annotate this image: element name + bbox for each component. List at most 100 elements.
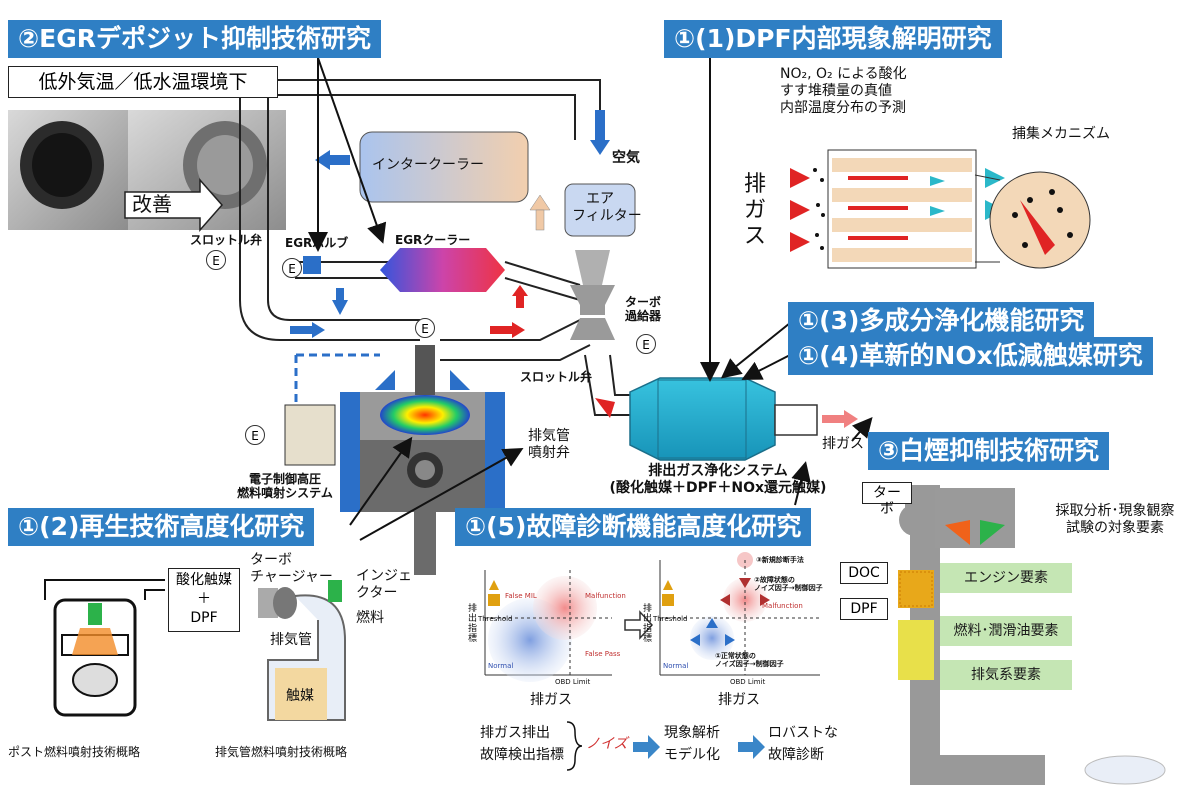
false-mil-label: False MIL	[505, 592, 537, 600]
exhaust-pipe-label: 排気管	[270, 632, 312, 648]
electronic-control-mark: E	[415, 318, 435, 338]
fault-factor-line2: ノイズ因子→制御因子	[754, 584, 823, 593]
noise-label: ノイズ	[586, 736, 628, 752]
plot-transition-arrow	[624, 610, 654, 640]
injector-label: インジェ クター	[356, 568, 412, 602]
egr-photo-before	[8, 110, 128, 230]
air-label: 空気	[612, 150, 640, 166]
diag-flow-a-line2: 故障検出指標	[480, 747, 564, 763]
electronic-control-mark: E	[636, 334, 656, 354]
aftertreatment-label-line1: 排出ガス浄化システム	[648, 463, 788, 479]
dpf-detail	[790, 149, 1091, 269]
diag-xaxis-left: OBD Limit	[555, 678, 591, 686]
improve-arrow	[124, 178, 223, 232]
exhaust-injector-label-line1: 排気管	[528, 428, 570, 444]
improve-label: 改善	[132, 192, 172, 216]
smoke-doc-label: DOC	[840, 562, 888, 584]
fault-factor-line1: ②故障状態の	[754, 576, 795, 584]
diag-flow-a-line1: 排ガス排出	[480, 725, 550, 741]
air-filter-label: エア フィルター	[572, 191, 642, 225]
topic-nox-catalyst: ①(4)革新的NOx低減触媒研究	[788, 337, 1153, 375]
diag-flow-c-line1: ロバストな	[768, 725, 838, 741]
throttle-valve-label-2: スロットル弁	[520, 370, 593, 384]
post-injection-caption: ポスト燃料噴射技術概略	[8, 745, 141, 759]
intake-flow-arrows	[290, 110, 610, 338]
catalyst-label: 触媒	[286, 688, 314, 704]
fuel-system-label-line2: 燃料噴射システム	[237, 486, 333, 501]
fuel-label: 燃料	[356, 610, 384, 626]
exhaust-out-label: 排ガス	[822, 436, 864, 452]
turbo-label-line1: ターボ	[625, 295, 662, 309]
air-filter-label-line1: エア	[586, 191, 614, 207]
dpf-note-line1: NO₂, O₂ による酸化	[780, 66, 907, 82]
topic-white-smoke: ③白煙抑制技術研究	[868, 432, 1110, 470]
dpf-note: NO₂, O₂ による酸化 すす堆積量の真値 内部温度分布の予測	[780, 66, 907, 116]
post-injection-sketch	[44, 579, 165, 717]
oxidation-dpf-box: 酸化触媒 ＋ DPF	[168, 568, 240, 632]
diag-ylabel-right: 排出指標	[643, 604, 653, 644]
topic-egr-deposit: ②EGRデポジット抑制技術研究	[8, 20, 382, 58]
diag-flow-c: ロバストな 故障診断	[768, 722, 838, 766]
white-smoke-rig	[898, 485, 1166, 785]
egr-condition-label: 低外気温／低水温環境下	[8, 66, 278, 98]
exhaust-flow-arrows	[490, 285, 858, 428]
topic-multicomponent: ①(3)多成分浄化機能研究	[788, 302, 1095, 340]
turbo-label: ターボ 過給器	[625, 295, 661, 324]
electronic-control-mark: E	[206, 250, 226, 270]
egr-cooler-label: EGRクーラー	[395, 233, 471, 247]
diag-flow-b: 現象解析 モデル化	[664, 722, 720, 766]
air-filter-label-line2: フィルター	[572, 207, 642, 224]
diag-flow-b-line1: 現象解析	[664, 725, 720, 741]
exhaust-injector-label-line2: 噴射弁	[528, 444, 570, 461]
electronic-control-mark: E	[282, 258, 302, 278]
air-filter	[564, 183, 636, 237]
turbo-label-line2: 過給器	[625, 309, 662, 324]
aftertreatment-system	[629, 377, 818, 461]
diag-xaxis-right: OBD Limit	[730, 678, 766, 686]
false-pass-label: False Pass	[585, 650, 621, 658]
fuel-system-label: 電子制御高圧 燃料噴射システム	[220, 472, 350, 501]
diagnostic-plot-left	[478, 566, 616, 682]
normal-label-left: Normal	[488, 662, 514, 670]
normal-label-right: Normal	[663, 662, 689, 670]
normal-factor-line1: ①正常状態の	[715, 652, 756, 660]
exhaust-element-box: 排気系要素	[940, 660, 1072, 690]
diag-flow-c-line2: 故障診断	[768, 747, 824, 763]
pointer-lines	[308, 57, 873, 541]
diagnostic-plot-right	[653, 550, 823, 678]
diag-threshold-left: Threshold	[478, 615, 513, 623]
test-target-line1: 採取分析･現象観察	[1055, 503, 1175, 519]
engine-cylinder	[340, 345, 505, 575]
throttle-valve-label-1: スロットル弁	[190, 233, 263, 247]
intercooler	[359, 131, 529, 203]
malfunction-label-left: Malfunction	[585, 592, 626, 600]
exhaust-injector-label: 排気管 噴射弁	[528, 428, 570, 462]
fuel-pump	[284, 404, 336, 466]
diag-flow-arrows	[633, 735, 765, 759]
diag-exhaust-left: 排ガス	[530, 692, 572, 708]
topic-dpf-phenomena: ①(1)DPF内部現象解明研究	[664, 20, 1002, 58]
normal-factor-line2: ノイズ因子→制御因子	[715, 660, 784, 669]
test-target-line2: 試験の対象要素	[1066, 519, 1164, 536]
aftertreatment-label: 排出ガス浄化システム (酸化触媒＋DPF＋NOx還元触媒)	[598, 463, 838, 497]
diag-exhaust-right: 排ガス	[718, 692, 760, 708]
turbocharger-label-line2: チャージャー	[250, 568, 333, 585]
turbocharger-label-line1: ターボ	[250, 552, 292, 568]
egr-cooler	[380, 248, 505, 292]
new-method-label: ③新規診断手法	[756, 556, 804, 564]
fault-factor-label: ②故障状態の ノイズ因子→制御因子	[754, 576, 823, 593]
flow-brace	[566, 721, 583, 771]
diag-flow-a: 排ガス排出 故障検出指標	[480, 722, 564, 766]
smoke-dpf-label: DPF	[840, 598, 888, 620]
topic-fault-diagnosis: ①(5)故障診断機能高度化研究	[455, 508, 812, 546]
test-target-label: 採取分析･現象観察 試験の対象要素	[1030, 503, 1200, 537]
exhaust-pipe-injection-sketch	[258, 580, 346, 721]
egr-valve-label: EGRバルブ	[285, 236, 349, 250]
diag-ylabel-left: 排出指標	[468, 604, 478, 644]
engine-element-box: エンジン要素	[940, 563, 1072, 593]
dpf-exhaust-vertical-label: 排ガス	[744, 172, 767, 249]
normal-factor-label: ①正常状態の ノイズ因子→制御因子	[715, 652, 784, 669]
turbocharger-label: ターボ チャージャー	[250, 552, 333, 586]
